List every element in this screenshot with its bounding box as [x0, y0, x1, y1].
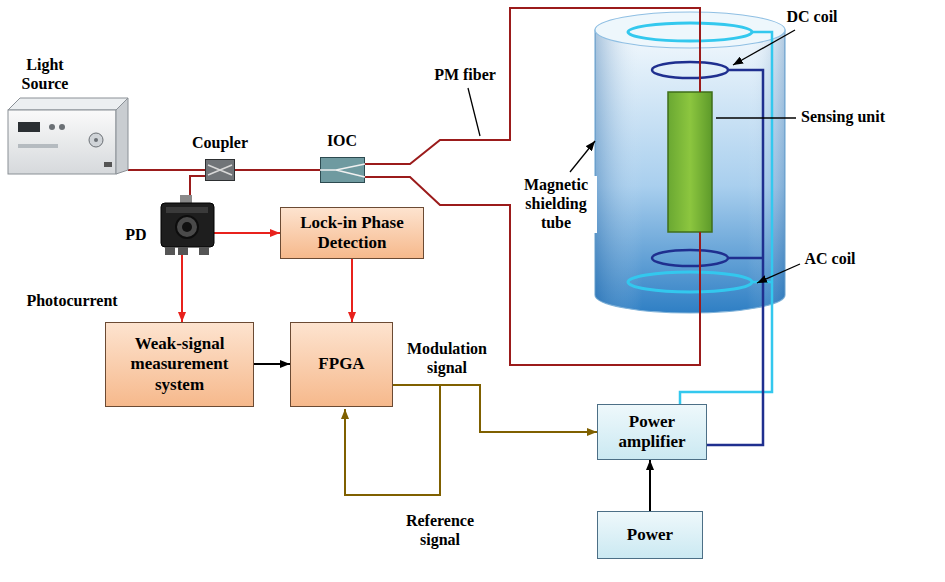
light-source-part [8, 98, 128, 110]
magnetic-shielding-tube [595, 12, 785, 313]
part-label: AC coil [803, 250, 856, 269]
tube-body [595, 30, 785, 313]
light-source-part [49, 124, 55, 130]
connector [235, 169, 320, 171]
signal-label: Photocurrent [25, 292, 118, 311]
process-box: Power amplifier [597, 404, 707, 460]
leader-line [570, 141, 595, 172]
photodetector-part [182, 222, 192, 232]
tube-shade [595, 30, 785, 313]
photodetector-part [166, 207, 208, 213]
photodetector-part [176, 216, 198, 238]
sensing-unit [668, 92, 712, 232]
connector [181, 255, 183, 322]
tube-top [595, 12, 785, 48]
photodetector: PD [158, 195, 214, 255]
device-label: IOC [327, 132, 357, 151]
photodetector-part [161, 203, 214, 247]
photodetector-part [165, 247, 175, 255]
light-source-part [94, 138, 98, 142]
coupler-part [208, 165, 232, 175]
device-label: Light Source [12, 56, 78, 94]
process-box: Lock-in Phase Detection [280, 207, 424, 259]
pm-fiber [365, 177, 700, 365]
dc-coil-wire [703, 70, 763, 445]
signal-label: Modulation signal [401, 340, 493, 378]
ac-coil-wire [680, 32, 772, 404]
light-source-symbol [8, 96, 128, 174]
light-source-part [18, 144, 58, 148]
part-label: DC coil [785, 8, 838, 27]
coupler: Coupler [205, 159, 235, 181]
connector [190, 176, 205, 195]
light-source: Light Source [8, 96, 128, 174]
box-text: Power [627, 525, 673, 545]
dc-coil-ring [652, 250, 728, 266]
connector [649, 460, 651, 511]
part-label: Magnetic shielding tube [515, 176, 597, 233]
box-text: FPGA [318, 354, 364, 374]
light-source-part [59, 124, 65, 130]
box-text: Power amplifier [604, 412, 700, 453]
leader-line [716, 117, 796, 118]
ioc-chip-symbol [320, 157, 365, 183]
coupler-part [206, 160, 235, 181]
process-box: Power [597, 511, 703, 559]
box-text: Lock-in Phase Detection [287, 213, 417, 254]
light-source-part [116, 98, 128, 174]
part-label: Sensing unit [800, 108, 886, 127]
photodetector-part [199, 247, 209, 255]
connector [351, 259, 353, 322]
leader-line [757, 264, 800, 283]
ac-coil-ring [628, 272, 752, 292]
leader-line [468, 88, 480, 136]
light-source-part [18, 122, 40, 132]
ioc-chip-part [320, 164, 365, 177]
device-label: PD [125, 226, 146, 245]
ac-coil-ring [628, 23, 752, 41]
dc-coil-ring [652, 62, 728, 78]
part-label: Reference signal [397, 512, 483, 550]
photodetector-part [178, 247, 188, 255]
process-box: FPGA [290, 322, 393, 407]
coupler-symbol [205, 159, 235, 181]
process-box: Weak-signal measurement system [105, 322, 254, 407]
ioc-chip-part [321, 158, 365, 183]
light-source-part [8, 110, 116, 174]
device-label: Coupler [192, 134, 248, 153]
connector [214, 232, 280, 234]
connector [254, 363, 290, 365]
connector [128, 169, 205, 171]
connector [393, 385, 597, 432]
pm-fiber [365, 8, 700, 164]
part-label: PM fiber [433, 66, 497, 85]
light-source-part [104, 162, 112, 167]
ioc-chip: IOC [320, 157, 365, 183]
photodetector-symbol [158, 195, 214, 255]
leader-line [733, 30, 795, 65]
box-text: Weak-signal measurement system [112, 334, 247, 395]
light-source-part [89, 133, 103, 147]
